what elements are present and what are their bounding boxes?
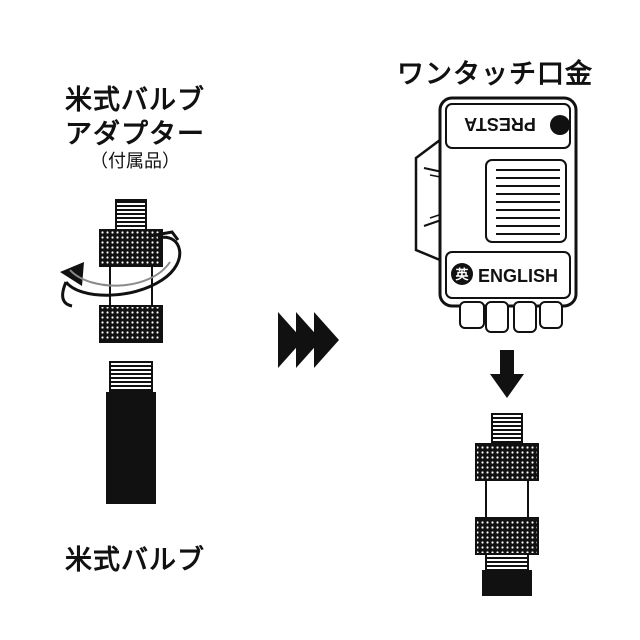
adapter-note: （付属品） <box>90 151 180 172</box>
american-valve <box>106 361 156 504</box>
presta-text: PRESTA <box>464 114 536 134</box>
adapter-title-line1: 米式バルブ <box>65 85 205 116</box>
next-step-arrow-icon <box>278 312 339 368</box>
assembled-upper-knurl <box>475 443 539 481</box>
presta-mark: PRESTA <box>464 114 570 135</box>
assembled-valve <box>475 413 539 596</box>
valve-thread <box>109 361 153 393</box>
american-valve-label: 米式バルブ <box>65 545 205 576</box>
assembled-top-thread <box>491 413 523 447</box>
presta-badge-icon <box>550 115 570 135</box>
english-badge-icon <box>451 263 473 285</box>
assembled-stem <box>482 570 532 596</box>
adapter-top-thread <box>115 199 147 233</box>
pump-head-label: ワンタッチ口金 <box>397 59 593 90</box>
pump-head-grip <box>485 159 567 243</box>
rotate-arrow-icon <box>60 230 182 308</box>
english-badge-text: 英 <box>454 267 469 283</box>
down-arrow-icon <box>490 350 524 398</box>
assembled-lower-thread <box>485 553 529 571</box>
pump-head: PRESTA 英 ENGLISH <box>414 96 578 333</box>
assembled-lower-knurl <box>475 517 539 555</box>
valve-stem <box>106 392 156 504</box>
adapter-lower-knurl <box>99 305 163 343</box>
valve-adapter <box>99 199 163 343</box>
adapter-title-line2: アダプター <box>65 119 205 150</box>
english-text: ENGLISH <box>478 266 558 286</box>
